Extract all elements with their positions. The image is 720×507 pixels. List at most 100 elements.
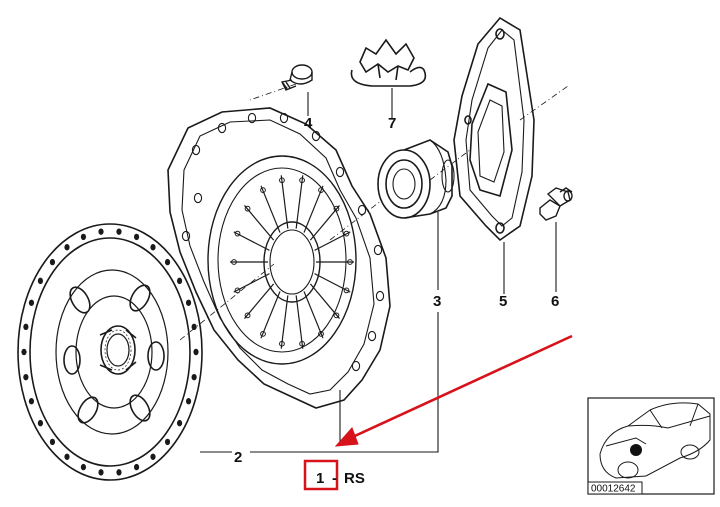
bolt-hole — [375, 290, 385, 302]
rivet-hole — [176, 277, 183, 285]
finger-slot — [231, 259, 237, 265]
rivet-hole — [64, 244, 70, 251]
release-bearing-icon — [377, 139, 455, 219]
finger-slot — [343, 230, 350, 237]
finger-slot — [279, 340, 285, 347]
highlight-box — [303, 459, 339, 491]
finger-slot — [260, 187, 266, 194]
rivet-hole — [98, 469, 104, 476]
callout-1: 1 — [316, 470, 324, 487]
finger-slot — [260, 330, 266, 337]
rivet-hole — [150, 244, 156, 251]
bolt-hole — [217, 122, 227, 134]
bolt-hole — [247, 112, 257, 124]
spring-finger — [309, 283, 340, 319]
rivet-hole — [49, 438, 56, 446]
locator-dot — [630, 444, 642, 456]
rivet-hole — [37, 419, 44, 427]
finger-slot — [279, 177, 285, 184]
spring-finger — [260, 291, 281, 339]
rivet-hole — [133, 463, 140, 471]
car-locator-icon: 00012642 — [587, 397, 715, 495]
rivet-hole — [28, 398, 35, 405]
bolt-hole — [335, 166, 345, 178]
finger-slot — [299, 177, 305, 184]
finger-slot — [318, 187, 324, 194]
bolt-hole — [279, 112, 289, 124]
axis-centerlines — [179, 83, 569, 341]
bolt-hole — [373, 244, 383, 256]
callout-2: 2 — [234, 449, 242, 466]
rivet-hole — [150, 453, 156, 460]
finger-slot — [234, 287, 241, 294]
leader-lines — [200, 88, 557, 453]
rivet-hole — [185, 299, 192, 306]
cover-bolt-holes — [181, 112, 385, 372]
rivet-hole — [185, 398, 192, 405]
callout-4: 4 — [304, 115, 313, 132]
callout-6: 6 — [551, 293, 559, 310]
clutch-disc-icon — [17, 223, 203, 481]
spring-finger — [303, 291, 324, 339]
rivet-hole — [23, 373, 29, 381]
bolt-hole — [193, 192, 203, 204]
spring-finger — [303, 185, 324, 233]
finger-slot — [333, 312, 340, 319]
spring-finger — [280, 295, 289, 349]
rivet-hole — [64, 453, 70, 460]
rivet-hole — [37, 277, 44, 285]
finger-slot — [244, 205, 251, 212]
diaphragm-spring-fingers — [230, 175, 354, 349]
rivet-hole — [23, 323, 29, 331]
guide-plate-icon — [453, 16, 535, 242]
callout-7: 7 — [388, 115, 396, 132]
bolt-hole — [351, 360, 361, 372]
bolt-hole — [311, 130, 321, 142]
callout-3: 3 — [433, 293, 441, 310]
finger-slot — [299, 340, 305, 347]
pressure-plate-icon — [167, 107, 391, 409]
rivet-hole — [164, 438, 171, 446]
rivet-hole — [116, 228, 122, 235]
rivet-hole — [191, 323, 197, 331]
rivet-hole — [176, 419, 183, 427]
spring-finger — [280, 175, 289, 229]
spring-finger — [244, 283, 275, 319]
rivet-hole — [21, 348, 27, 356]
friction-rivet-ring — [21, 228, 199, 476]
highlight-arrow — [334, 334, 573, 447]
screw-icon — [280, 64, 313, 91]
rivet-hole — [116, 469, 122, 476]
finger-slot — [234, 230, 241, 237]
bolt-hole — [191, 144, 201, 156]
finger-slot — [343, 287, 350, 294]
rivet-hole — [98, 228, 104, 235]
finger-slot — [347, 259, 353, 265]
finger-slot — [244, 312, 251, 319]
rivet-hole — [164, 258, 171, 266]
bolt-hole — [367, 330, 377, 342]
rivet-hole — [80, 463, 87, 471]
spring-finger — [309, 205, 340, 241]
rivet-hole — [193, 348, 199, 356]
callout-1-dash: - — [332, 470, 337, 487]
callout-5: 5 — [499, 293, 507, 310]
rivet-hole — [49, 258, 56, 266]
retaining-clip-icon — [350, 38, 427, 87]
rivet-hole — [191, 373, 197, 381]
spring-finger — [244, 205, 275, 241]
spring-finger — [295, 175, 304, 229]
rivet-hole — [133, 233, 140, 241]
rivet-hole — [80, 233, 87, 241]
spring-finger — [260, 185, 281, 233]
spring-finger — [295, 295, 304, 349]
finger-slot — [318, 330, 324, 337]
reference-code: 00012642 — [591, 484, 636, 495]
finger-slot — [333, 205, 340, 212]
rivet-hole — [28, 299, 35, 306]
callout-1-suffix: RS — [344, 470, 365, 487]
bolt-hole — [181, 230, 191, 242]
bolt-hole — [357, 204, 367, 216]
bleeder-valve-icon — [539, 187, 573, 221]
